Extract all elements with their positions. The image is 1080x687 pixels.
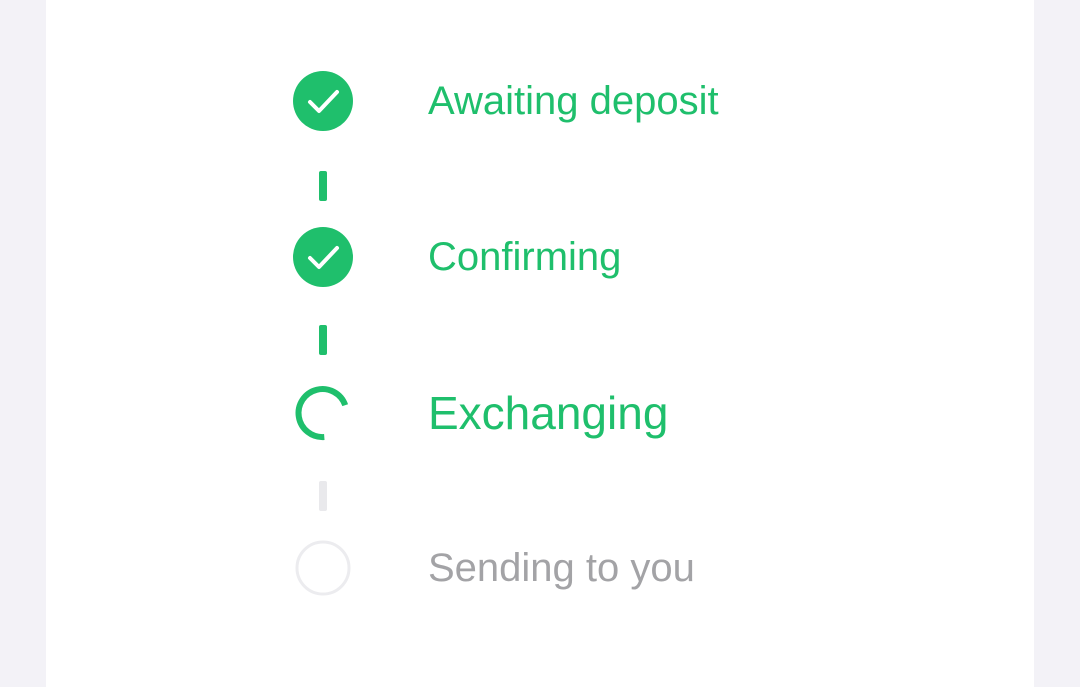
step-label: Confirming — [428, 235, 622, 279]
empty-circle-icon — [295, 540, 351, 596]
step-connector — [319, 325, 327, 355]
check-circle-icon — [293, 71, 353, 131]
step-awaiting-deposit: Awaiting deposit — [46, 61, 1034, 141]
exchange-progress-card: Awaiting deposit Confirming Exchanging S… — [46, 0, 1034, 687]
step-exchanging: Exchanging — [46, 373, 1034, 453]
step-confirming: Confirming — [46, 217, 1034, 297]
step-label: Exchanging — [428, 387, 669, 439]
step-connector — [319, 481, 327, 511]
step-connector — [319, 171, 327, 201]
step-sending-to-you: Sending to you — [46, 528, 1034, 608]
check-circle-icon — [293, 227, 353, 287]
spinner-icon — [295, 386, 349, 441]
step-label: Awaiting deposit — [428, 79, 719, 123]
step-label: Sending to you — [428, 546, 695, 590]
